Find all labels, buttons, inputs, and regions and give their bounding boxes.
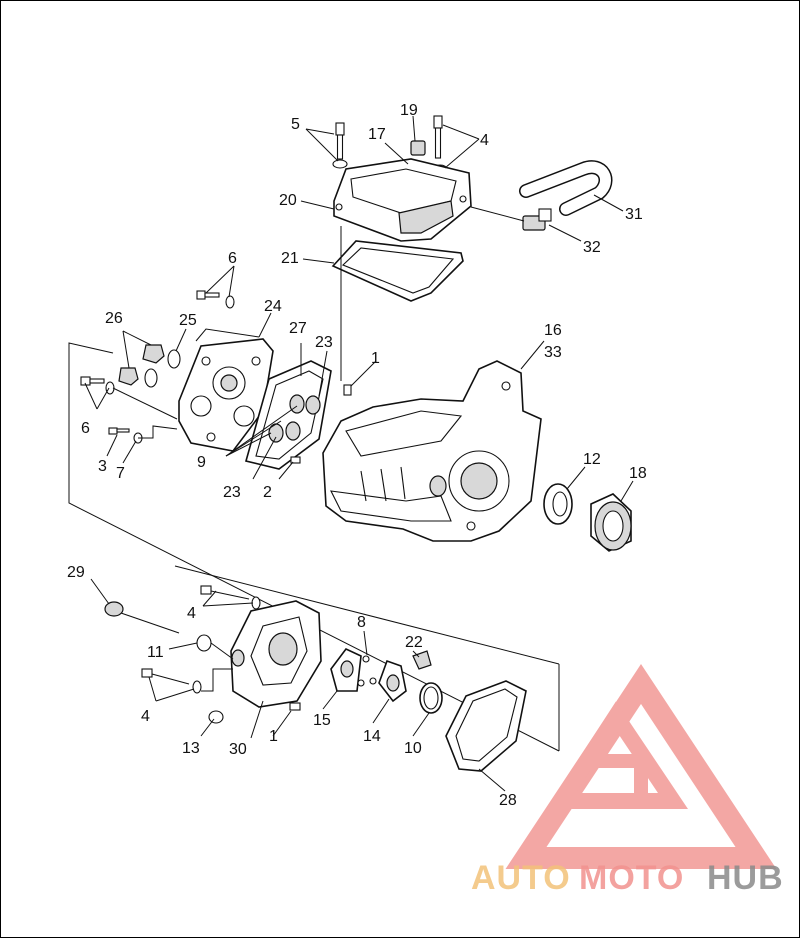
gasket-28	[445, 680, 527, 772]
side-cover-24	[178, 338, 274, 452]
bolt-6-top	[196, 290, 235, 309]
callout-14: 14	[363, 728, 381, 745]
top-cover-20	[333, 158, 472, 242]
callout-4-lower: 4	[141, 708, 150, 725]
callout-11: 11	[147, 644, 164, 661]
callout-29: 29	[67, 564, 85, 581]
callout-23-lower: 23	[223, 484, 241, 501]
seals-23	[268, 394, 321, 443]
bolt-4-lower	[141, 668, 202, 694]
washer-13	[208, 710, 224, 724]
nut-26	[118, 344, 181, 388]
shifter-cam-14	[378, 659, 407, 703]
transmission-housing-16	[322, 360, 542, 542]
callout-4-middle: 4	[187, 605, 196, 622]
detent-15	[330, 648, 362, 692]
watermark-moto: MOTO	[579, 859, 684, 897]
callout-31: 31	[625, 206, 643, 223]
fitting-32	[522, 208, 552, 231]
callout-6-lower: 6	[81, 420, 90, 437]
callout-labels: 5 19 17 4 20 31 32 21 6 24 26 25 27 23 1…	[67, 102, 647, 809]
vent-hose-31	[519, 160, 613, 216]
callout-24: 24	[264, 298, 282, 315]
washer-11	[196, 634, 212, 652]
watermark-auto: AUTO	[471, 859, 571, 897]
callout-33: 33	[544, 344, 562, 361]
callout-1-lower: 1	[269, 728, 278, 745]
leader-lines	[84, 115, 634, 792]
bearing-18	[590, 493, 632, 552]
callout-6-top: 6	[228, 250, 237, 267]
dowel-pin-1-lower	[289, 702, 301, 711]
callout-5: 5	[291, 116, 300, 133]
callout-27: 27	[289, 320, 307, 337]
callout-13: 13	[182, 740, 200, 757]
callout-18: 18	[629, 465, 647, 482]
callout-30: 30	[229, 741, 247, 758]
callout-1-top: 1	[371, 350, 380, 367]
callout-19: 19	[400, 102, 418, 119]
callout-25: 25	[179, 312, 197, 329]
callout-23-top: 23	[315, 334, 333, 351]
callout-17: 17	[368, 126, 386, 143]
callout-16: 16	[544, 322, 562, 339]
callout-8: 8	[357, 614, 366, 631]
gasket-21	[331, 240, 464, 302]
dowel-pin-1-upper	[343, 384, 352, 396]
callout-15: 15	[313, 712, 331, 729]
side-door-30	[230, 600, 322, 708]
callout-26: 26	[105, 310, 123, 327]
dowel-pin-2	[290, 456, 301, 464]
dipstick-29	[104, 601, 180, 634]
callout-20: 20	[279, 192, 297, 209]
callout-7: 7	[116, 465, 125, 482]
callout-28: 28	[499, 792, 517, 809]
balls-8	[357, 655, 377, 687]
retaining-ring-10	[419, 682, 443, 714]
callout-3: 3	[98, 458, 107, 475]
seal-12	[543, 483, 573, 525]
watermark-text: AUTO MOTO HUB	[471, 859, 784, 897]
callout-22: 22	[405, 634, 423, 651]
bolt-4-middle	[200, 585, 261, 610]
bolt-6-lower	[80, 376, 115, 395]
watermark-hub: HUB	[707, 859, 784, 897]
watermark-logo	[505, 664, 777, 869]
callout-9: 9	[197, 454, 206, 471]
callout-2: 2	[263, 484, 272, 501]
bolt-5	[332, 122, 348, 169]
callout-4-top: 4	[480, 132, 489, 149]
callout-12: 12	[583, 451, 601, 468]
callout-21: 21	[281, 250, 299, 267]
callout-32: 32	[583, 239, 601, 256]
callout-10: 10	[404, 740, 422, 757]
